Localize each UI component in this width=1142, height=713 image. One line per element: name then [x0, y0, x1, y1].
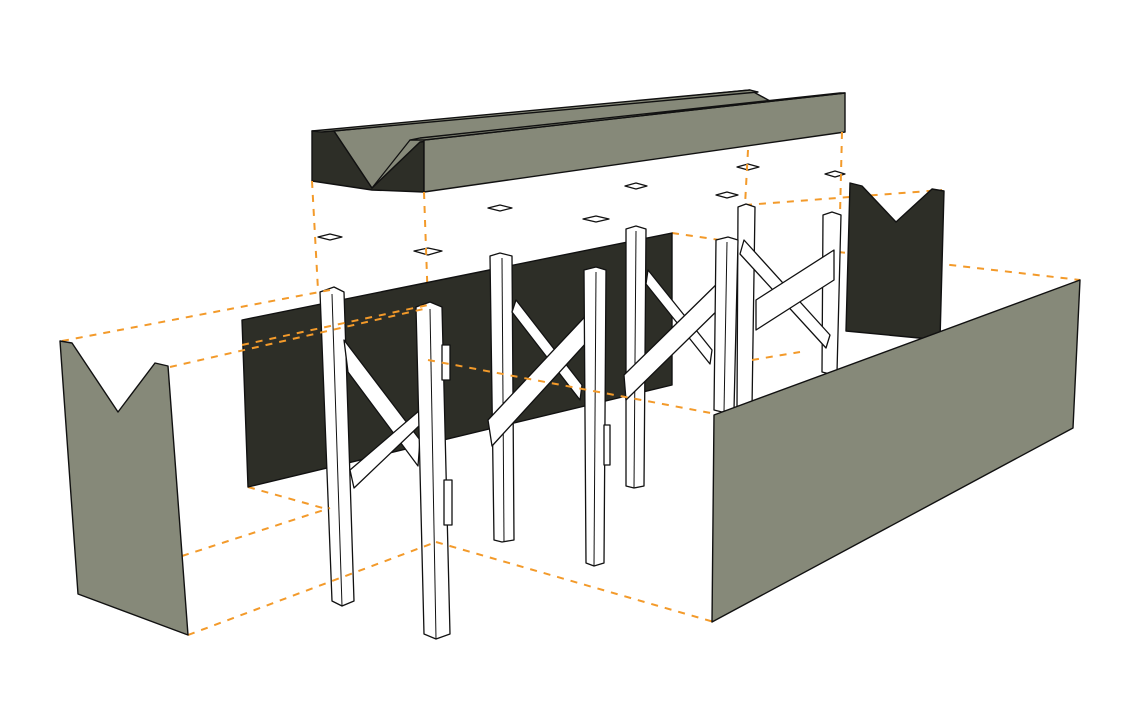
left-end-wall-panel [59, 340, 189, 636]
frame-front-row [319, 236, 739, 640]
back-wall-panel [241, 232, 673, 488]
right-end-wall-panel [845, 182, 945, 341]
projection-guides-front [61, 289, 801, 636]
anchor-plates [317, 163, 846, 256]
front-wall-panel [711, 279, 1081, 623]
roof-trough [311, 89, 846, 193]
frame-back-row [489, 203, 842, 543]
